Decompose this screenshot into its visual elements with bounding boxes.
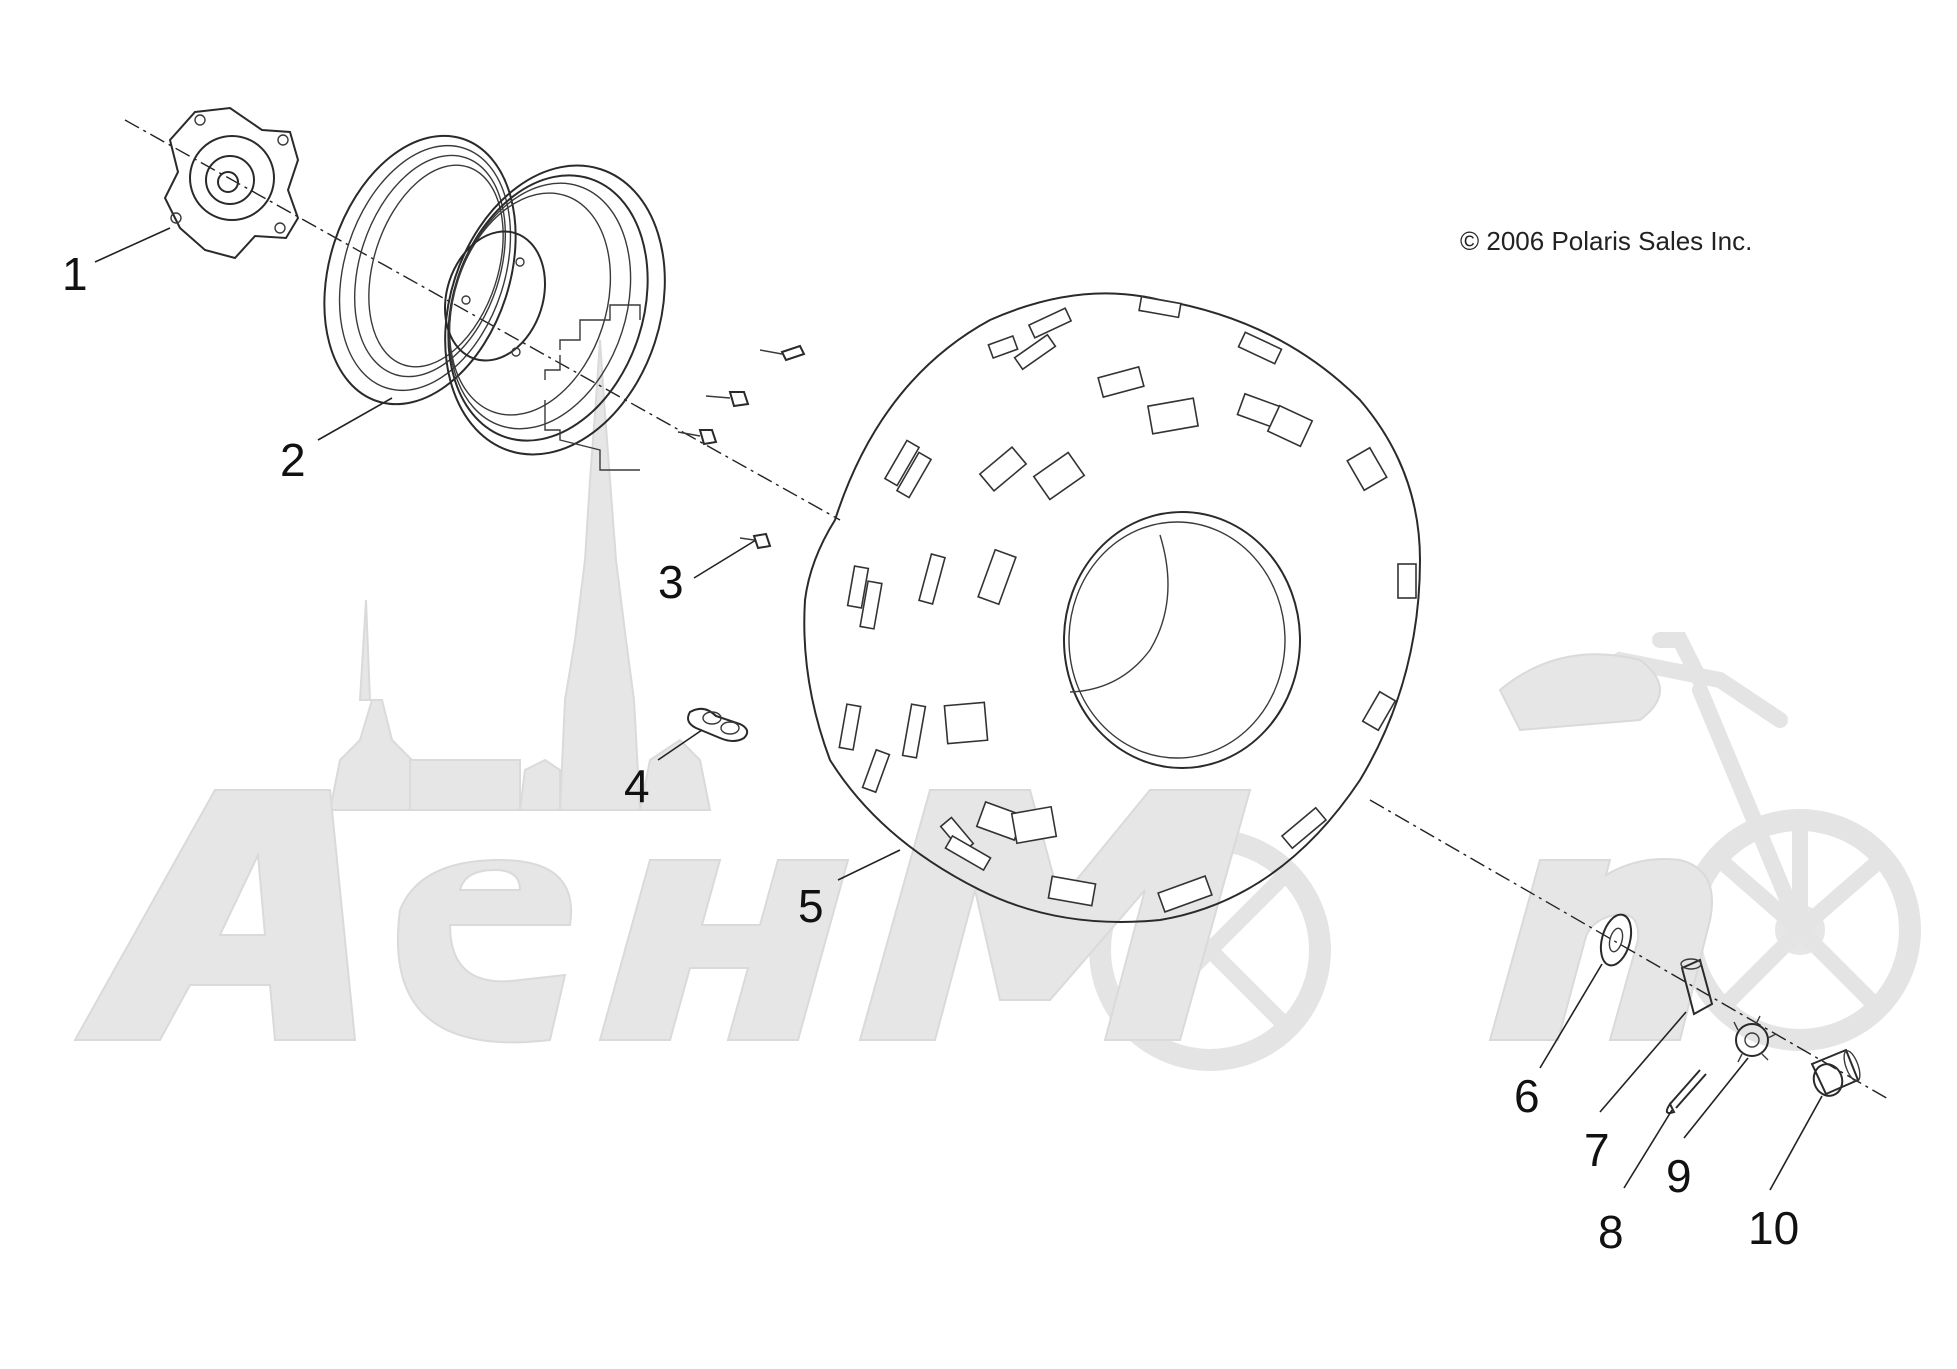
castle-nut-icon <box>1733 1015 1777 1063</box>
leader-line-8 <box>1623 1109 1673 1189</box>
watermark-motorcycle-icon <box>1089 632 1921 1071</box>
copyright-notice: © 2006 Polaris Sales Inc. <box>1460 226 1752 256</box>
watermark-skyline-icon <box>328 339 712 811</box>
leader-line-2 <box>317 397 393 441</box>
callout-10: 10 <box>1748 1202 1799 1254</box>
callout-3: 3 <box>658 556 684 608</box>
watermark-logo-icon <box>73 789 1713 1044</box>
callout-2: 2 <box>280 434 306 486</box>
leader-line-5 <box>837 849 901 881</box>
leader-line-1 <box>94 227 171 263</box>
callout-8: 8 <box>1598 1206 1624 1258</box>
watermark <box>73 339 1921 1071</box>
callout-4: 4 <box>624 760 650 812</box>
tire-icon <box>803 292 1422 923</box>
lug-nut-icon <box>544 304 806 550</box>
wheel-rim-icon <box>323 134 666 456</box>
hub-cap-icon <box>1810 1048 1861 1097</box>
callout-7: 7 <box>1584 1124 1610 1176</box>
leader-line-9 <box>1683 1057 1749 1139</box>
hub-icon <box>163 106 300 260</box>
leader-line-10 <box>1769 1095 1823 1191</box>
callout-6: 6 <box>1514 1070 1540 1122</box>
callout-9: 9 <box>1666 1150 1692 1202</box>
axis-line-hardware <box>1369 799 1891 1101</box>
leader-line-6 <box>1539 963 1603 1069</box>
leader-line-3 <box>693 539 757 579</box>
valve-stem-icon <box>687 707 749 742</box>
leader-line-4 <box>657 729 703 761</box>
cotter-pin-icon <box>1665 1069 1707 1114</box>
leader-lines <box>94 227 1823 1191</box>
washer-icon <box>1599 913 1633 967</box>
callout-1: 1 <box>62 248 88 300</box>
callout-5: 5 <box>798 880 824 932</box>
callouts: 1 2 3 4 5 6 7 8 9 10 <box>62 248 1799 1258</box>
spacer-icon <box>1680 958 1714 1016</box>
leader-line-7 <box>1599 1011 1687 1113</box>
